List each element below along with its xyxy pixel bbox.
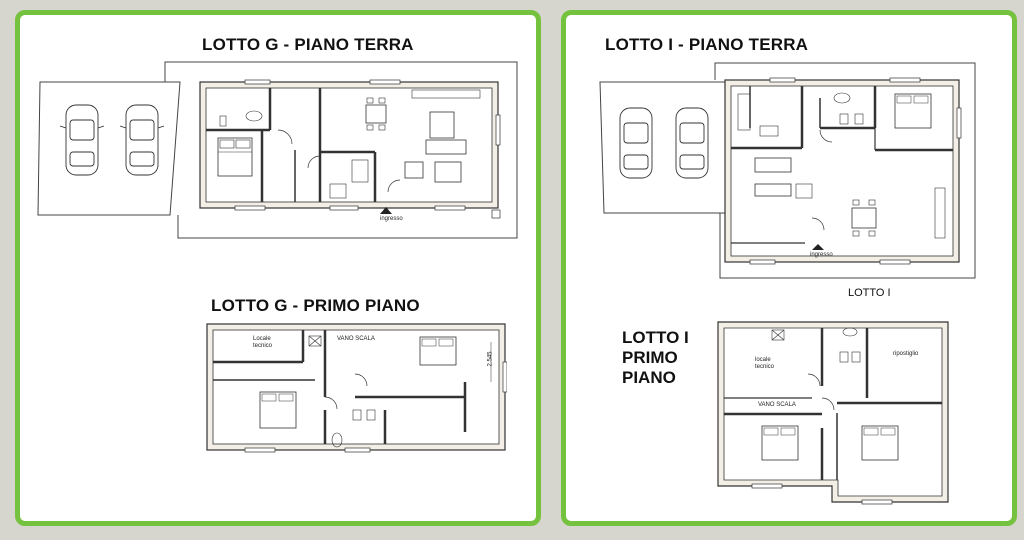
car-icon bbox=[619, 107, 653, 179]
title-lotto-i-ground: LOTTO I - PIANO TERRA bbox=[605, 35, 809, 54]
locale-tecnico-label: locale tecnico bbox=[755, 357, 775, 370]
entrance-label: ingresso bbox=[810, 252, 833, 258]
vano-scala-label: VANO SCALA bbox=[337, 336, 375, 342]
vano-scala-label: VANO SCALA bbox=[758, 402, 796, 408]
car-icon bbox=[59, 104, 105, 176]
title-lotto-g-ground: LOTTO G - PIANO TERRA bbox=[202, 35, 414, 54]
lot-boundary bbox=[164, 61, 518, 239]
floorplan-lotto-g-ground bbox=[30, 60, 520, 240]
locale-tecnico-label: Locale tecnico bbox=[253, 336, 273, 349]
title-line: PRIMO bbox=[622, 348, 678, 367]
ripostiglio-label: ripostiglio bbox=[893, 351, 919, 357]
entrance-arrow-icon bbox=[812, 244, 824, 250]
carport-outline bbox=[37, 81, 181, 216]
title-line: PIANO bbox=[622, 368, 676, 387]
dimension-label: 2.545 bbox=[487, 351, 494, 367]
car-icon bbox=[675, 107, 709, 179]
title-line: LOTTO I bbox=[622, 328, 689, 347]
floorplan-lotto-g-first bbox=[205, 322, 507, 462]
entrance-arrow-icon bbox=[380, 207, 392, 214]
floorplan-lotto-i-ground bbox=[590, 58, 990, 283]
entrance-label: ingresso bbox=[380, 216, 403, 222]
title-lotto-i-first: LOTTO I PRIMO PIANO bbox=[622, 328, 689, 388]
title-lotto-g-first: LOTTO G - PRIMO PIANO bbox=[211, 296, 420, 315]
floorplan-lotto-i-first bbox=[712, 318, 957, 510]
car-icon bbox=[119, 104, 165, 176]
caption-lotto-i: LOTTO I bbox=[848, 287, 891, 299]
